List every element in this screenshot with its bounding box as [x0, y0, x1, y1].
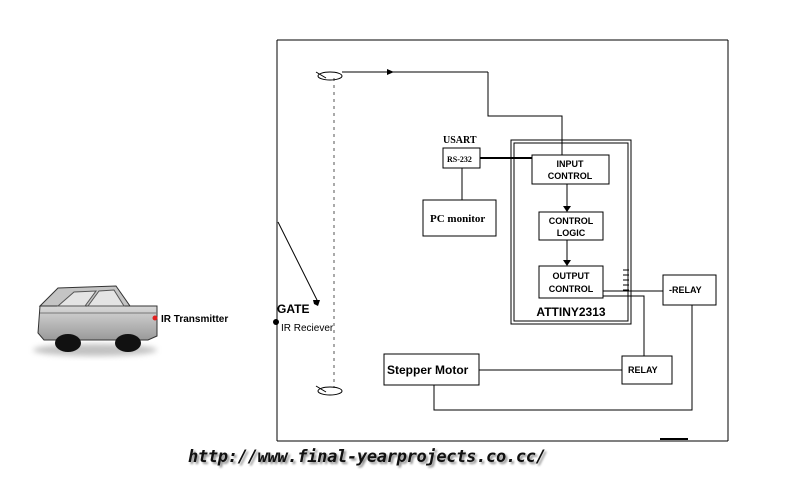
output-pins	[623, 269, 629, 291]
mcu-box	[510, 139, 632, 325]
control-logic-label-2: LOGIC	[557, 228, 586, 238]
relay-right-label: -RELAY	[669, 285, 702, 295]
relay-bottom-label: RELAY	[628, 365, 658, 375]
control-logic-label-1: CONTROL	[549, 216, 594, 226]
input-control-box	[531, 154, 610, 185]
output-control-label-2: CONTROL	[549, 284, 594, 294]
relay-right-box	[662, 274, 717, 306]
outer-frame	[276, 39, 729, 442]
stepper-motor-box	[383, 353, 480, 386]
ir-transmitter-label: IR Transmitter	[161, 314, 228, 325]
gate-label: GATE	[277, 302, 309, 316]
input-control-label-2: CONTROL	[548, 171, 593, 181]
rs232-label: RS-232	[447, 155, 472, 164]
output-control-box	[538, 265, 604, 299]
mcu-label: ATTINY2313	[536, 305, 605, 319]
pc-monitor-box	[422, 199, 497, 237]
pc-monitor-label: PC monitor	[430, 213, 485, 225]
input-control-label-1: INPUT	[557, 159, 585, 169]
usart-label: USART	[443, 135, 477, 146]
gate-barrier	[273, 69, 488, 396]
car-icon	[33, 285, 158, 356]
stepper-motor-label: Stepper Motor	[387, 363, 469, 377]
ir-receiver-label: IR Reciever	[281, 323, 334, 334]
website-url[interactable]: http://www.final-yearprojects.co.cc/	[188, 447, 546, 467]
output-control-label-1: OUTPUT	[553, 271, 591, 281]
output-wires	[603, 290, 663, 356]
control-logic-box	[538, 211, 604, 241]
relay-bottom-box	[621, 355, 673, 385]
sensor-wire	[487, 72, 563, 156]
